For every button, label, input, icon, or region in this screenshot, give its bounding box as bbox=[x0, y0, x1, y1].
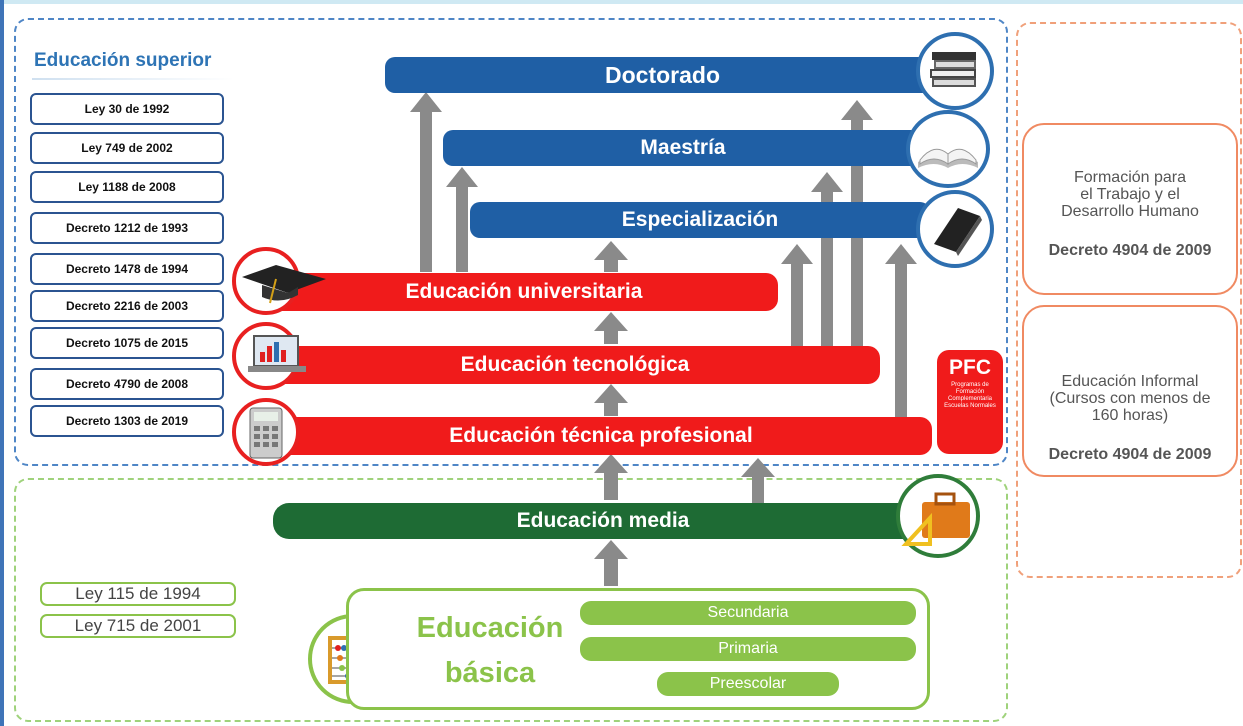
laptop-chart-icon bbox=[232, 322, 306, 390]
law-box: Decreto 1303 de 2019 bbox=[30, 405, 224, 437]
arrow-tecprof-to-especializacion bbox=[885, 244, 917, 418]
arrow-basica-to-media bbox=[594, 540, 628, 586]
pfc-badge: PFC Programas de Formación Complementari… bbox=[937, 350, 1003, 454]
tecnologica-bar: Educación tecnológica bbox=[270, 346, 880, 384]
law-box: Decreto 1212 de 1993 bbox=[30, 212, 224, 244]
law-box: Ley 30 de 1992 bbox=[30, 93, 224, 125]
primaria-bar: Primaria bbox=[580, 637, 916, 661]
arrow-uni-to-especializacion bbox=[594, 241, 628, 272]
basic-law-box: Ley 115 de 1994 bbox=[40, 582, 236, 606]
arrow-media-to-tecprof bbox=[594, 454, 628, 500]
law-box: Ley 1188 de 2008 bbox=[30, 171, 224, 203]
doctorado-bar: Doctorado bbox=[385, 57, 940, 93]
law-box: Decreto 4790 de 2008 bbox=[30, 368, 224, 400]
basic-title-line2: básica bbox=[444, 657, 536, 689]
law-box: Decreto 1075 de 2015 bbox=[30, 327, 224, 359]
title-underline bbox=[32, 78, 234, 80]
graduation-cap-icon bbox=[232, 247, 326, 315]
maestria-bar: Maestría bbox=[443, 130, 923, 166]
arrow-tec-to-uni bbox=[594, 312, 628, 344]
basic-law-box: Ley 715 de 2001 bbox=[40, 614, 236, 638]
trabajo-desarrollo-box: Formación para el Trabajo y el Desarroll… bbox=[1022, 123, 1238, 295]
higher-education-title: Educación superior bbox=[34, 50, 212, 71]
left-frame-edge bbox=[0, 0, 4, 726]
arrow-uni-to-doctorado bbox=[410, 92, 442, 272]
trabajo-desarrollo-text: Formación para el Trabajo y el Desarroll… bbox=[1061, 169, 1199, 220]
arrow-uni-to-maestria bbox=[446, 167, 478, 272]
law-box: Decreto 2216 de 2003 bbox=[30, 290, 224, 322]
basic-education-zone bbox=[14, 478, 1008, 722]
pfc-subtitle: Programas de Formación Complementaria Es… bbox=[944, 382, 996, 409]
calculator-icon bbox=[232, 398, 300, 466]
basic-title-line1: Educación bbox=[416, 612, 564, 644]
preescolar-bar: Preescolar bbox=[657, 672, 839, 696]
law-box: Ley 749 de 2002 bbox=[30, 132, 224, 164]
media-bar: Educación media bbox=[273, 503, 933, 539]
higher-education-zone bbox=[14, 18, 1008, 466]
educacion-informal-decree: Decreto 4904 de 2009 bbox=[1048, 446, 1212, 463]
educacion-informal-box: Educación Informal (Cursos con menos de … bbox=[1022, 305, 1238, 477]
briefcase-icon bbox=[896, 474, 980, 558]
arrow-tec-to-maestria bbox=[811, 172, 843, 346]
other-education-zone bbox=[1016, 22, 1242, 578]
pfc-title: PFC bbox=[949, 356, 991, 379]
top-banner-strip bbox=[0, 0, 1243, 4]
educacion-informal-text: Educación Informal (Cursos con menos de … bbox=[1049, 373, 1211, 424]
open-book-icon bbox=[906, 110, 990, 188]
trabajo-desarrollo-decree: Decreto 4904 de 2009 bbox=[1048, 242, 1212, 259]
basic-education-title: Educación básica bbox=[410, 606, 570, 696]
tecnica-profesional-bar: Educación técnica profesional bbox=[270, 417, 932, 455]
books-icon bbox=[916, 32, 994, 110]
secundaria-bar: Secundaria bbox=[580, 601, 916, 625]
law-box: Decreto 1478 de 1994 bbox=[30, 253, 224, 285]
arrow-tecprof-to-tec bbox=[594, 384, 628, 416]
universitaria-bar: Educación universitaria bbox=[270, 273, 778, 311]
arrow-tec-to-especializacion bbox=[781, 244, 813, 346]
especializacion-bar: Especialización bbox=[470, 202, 930, 238]
notebook-icon bbox=[916, 190, 994, 268]
